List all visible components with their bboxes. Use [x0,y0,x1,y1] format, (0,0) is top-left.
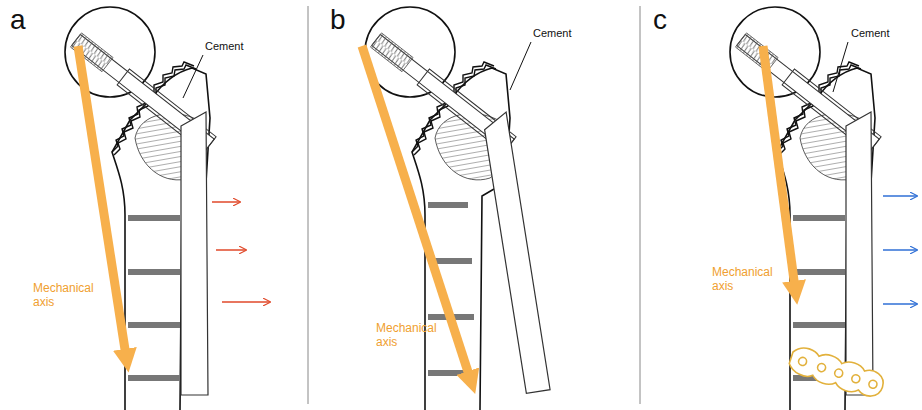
cement-label: Cement [533,27,603,40]
panel-letter: b [330,4,370,36]
axis-label: Mechanical axis [712,266,786,294]
panel-letter: c [653,4,693,36]
axis-label: Mechanical axis [376,322,450,350]
panel-letter: a [10,4,50,36]
axis-label: Mechanical axis [33,282,107,310]
cement-label: Cement [851,27,917,40]
cement-label: Cement [205,40,275,53]
